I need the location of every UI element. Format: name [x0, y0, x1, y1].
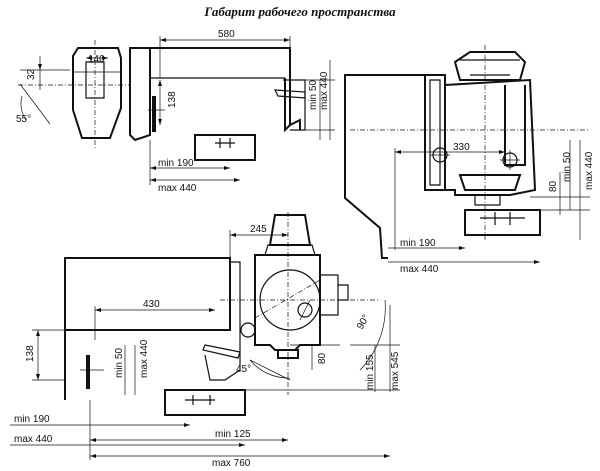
dim-min190-right: min 190	[400, 238, 436, 249]
dim-430: 430	[143, 299, 160, 310]
dim-min125: min 125	[215, 429, 251, 440]
dim-55deg: 55°	[16, 114, 31, 125]
dim-140: 140	[88, 54, 105, 65]
dim-45deg: 45°	[236, 364, 251, 375]
dim-min50-right: min 50	[562, 152, 573, 182]
dim-90deg: 90°	[355, 313, 372, 332]
dim-min155: min 155	[365, 354, 376, 390]
dim-min50-top: min 50	[308, 80, 319, 110]
drawing-title: Габарит рабочего пространства	[204, 4, 396, 19]
dim-min190-top: min 190	[158, 158, 194, 169]
dim-245: 245	[250, 224, 267, 235]
view-bottom-main	[10, 212, 400, 460]
dim-min50-bottom: min 50	[114, 348, 125, 378]
dim-580: 580	[218, 29, 235, 40]
dim-max440-bottom: max 440	[139, 339, 150, 378]
dim-min190-bottom: min 190	[14, 414, 50, 425]
dim-max760: max 760	[212, 458, 251, 469]
view-right-head	[344, 45, 590, 264]
dim-80-bottom: 80	[317, 352, 328, 364]
dim-32: 32	[26, 68, 37, 80]
view-head-profile	[18, 40, 130, 148]
dim-max440-top-horiz: max 440	[158, 183, 197, 194]
dim-138-top: 138	[167, 91, 178, 108]
dim-max440-right: max 440	[584, 151, 595, 190]
view-top-frame	[129, 36, 335, 185]
dim-max440-right-horiz: max 440	[400, 264, 439, 275]
dim-138-bottom: 138	[25, 345, 36, 362]
dim-max545: max 545	[390, 351, 401, 390]
dim-330: 330	[453, 142, 470, 153]
dim-max440-top: max 440	[319, 71, 330, 110]
dim-80-right: 80	[548, 180, 559, 192]
dim-max440-bottom-horiz: max 440	[14, 434, 53, 445]
